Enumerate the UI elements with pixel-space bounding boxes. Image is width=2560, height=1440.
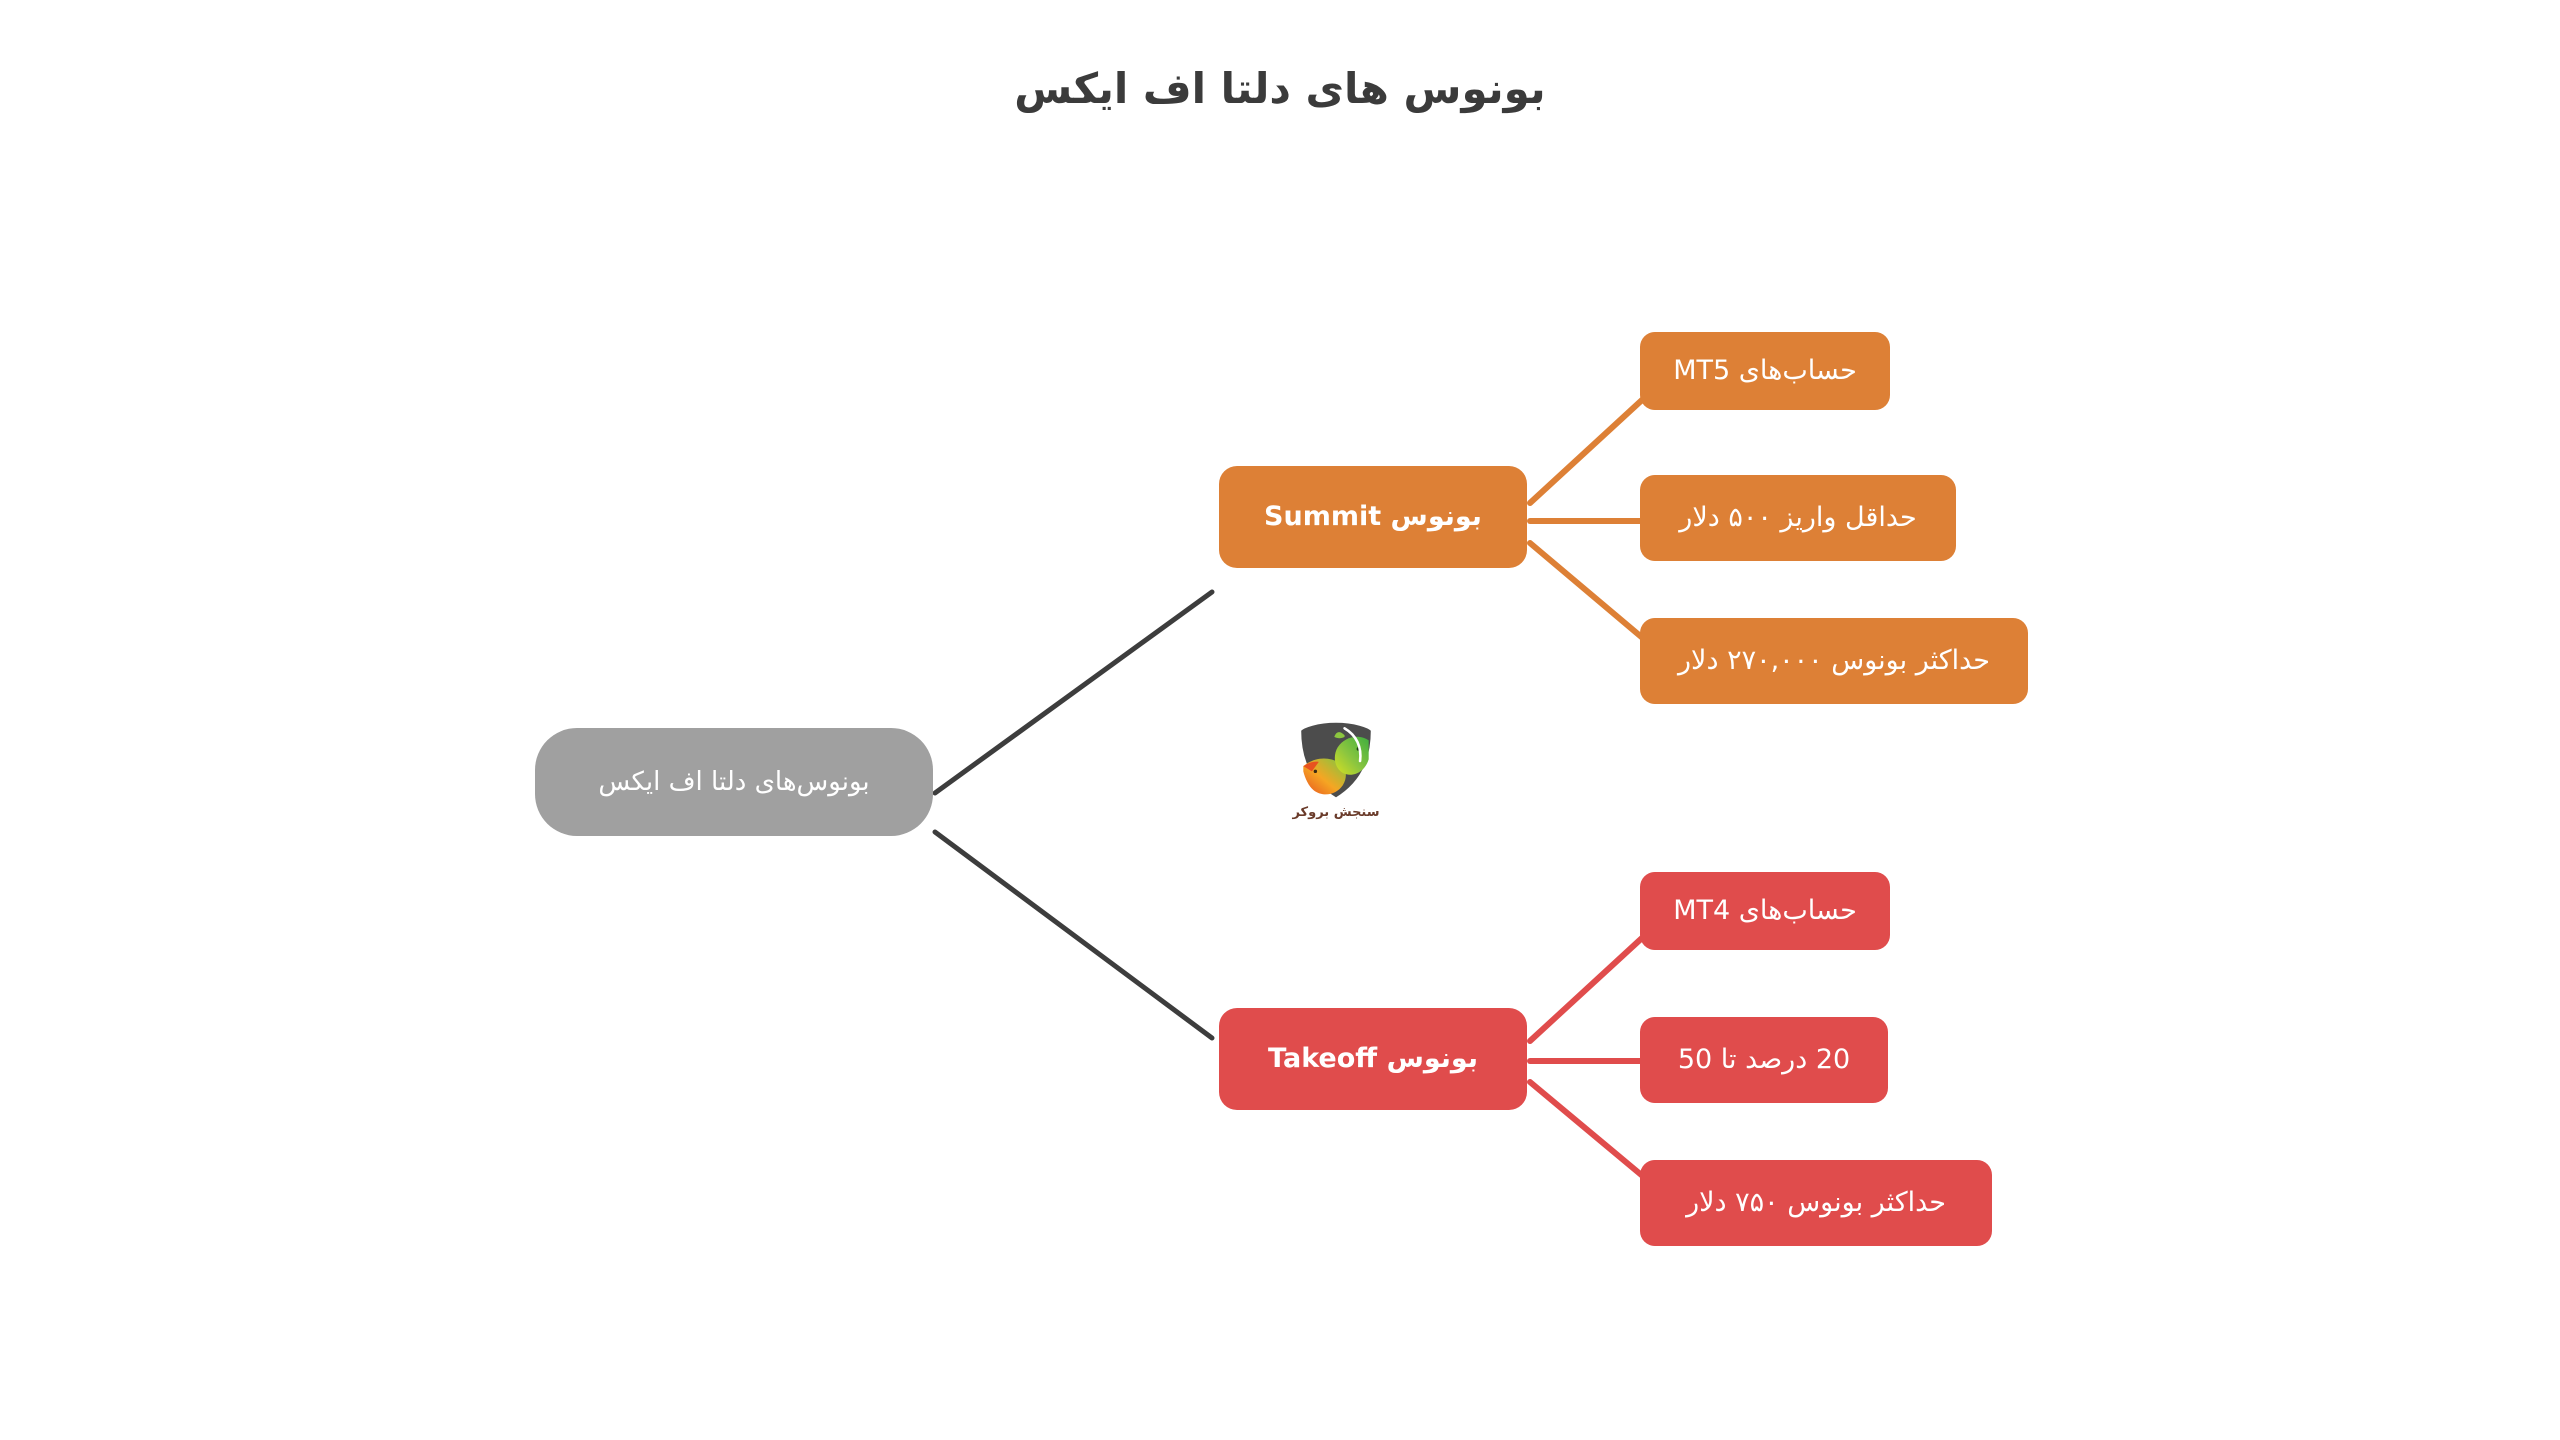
- connector-takeoff-to-leaf-1: [1527, 935, 1645, 1044]
- logo: سنجش بروکر: [1277, 718, 1395, 836]
- node-branch-takeoff[interactable]: بونوس Takeoff: [1219, 1008, 1527, 1110]
- node-root-label: بونوس‌های دلتا اف ایکس: [598, 766, 870, 797]
- node-leaf-takeoff-max-bonus-label: حداکثر بونوس ۷۵۰ دلار: [1686, 1187, 1946, 1219]
- node-root[interactable]: بونوس‌های دلتا اف ایکس: [535, 728, 933, 836]
- connector-summit-to-leaf-1: [1527, 397, 1645, 506]
- node-leaf-takeoff-mt4-label: حساب‌های MT4: [1673, 895, 1857, 927]
- node-leaf-takeoff-percent-label: 20 درصد تا 50: [1677, 1044, 1851, 1076]
- connector-root-to-summit: [932, 589, 1215, 796]
- node-leaf-takeoff-percent[interactable]: 20 درصد تا 50: [1640, 1017, 1888, 1103]
- node-leaf-takeoff-max-bonus[interactable]: حداکثر بونوس ۷۵۰ دلار: [1640, 1160, 1992, 1246]
- node-leaf-summit-max-bonus-label: حداکثر بونوس ۲۷۰,۰۰۰ دلار: [1678, 645, 1990, 677]
- node-branch-summit[interactable]: بونوس Summit: [1219, 466, 1527, 568]
- connector-summit-to-leaf-3: [1527, 540, 1648, 643]
- logo-caption: سنجش بروکر: [1292, 805, 1380, 820]
- page-title: بونوس های دلتا اف ایکس: [1014, 64, 1546, 113]
- node-branch-summit-label: بونوس Summit: [1264, 501, 1482, 533]
- node-leaf-summit-mt5-label: حساب‌های MT5: [1673, 355, 1857, 387]
- node-leaf-summit-max-bonus[interactable]: حداکثر بونوس ۲۷۰,۰۰۰ دلار: [1640, 618, 2028, 704]
- node-branch-takeoff-label: بونوس Takeoff: [1268, 1043, 1478, 1075]
- bull-and-bear-shield-icon: [1298, 720, 1374, 801]
- node-leaf-summit-min-deposit[interactable]: حداقل واریز ۵۰۰ دلار: [1640, 475, 1956, 561]
- connector-takeoff-to-leaf-3: [1527, 1079, 1648, 1181]
- node-leaf-summit-min-deposit-label: حداقل واریز ۵۰۰ دلار: [1679, 502, 1917, 534]
- connector-root-to-takeoff: [932, 829, 1215, 1041]
- node-leaf-takeoff-mt4[interactable]: حساب‌های MT4: [1640, 872, 1890, 950]
- node-leaf-summit-mt5[interactable]: حساب‌های MT5: [1640, 332, 1890, 410]
